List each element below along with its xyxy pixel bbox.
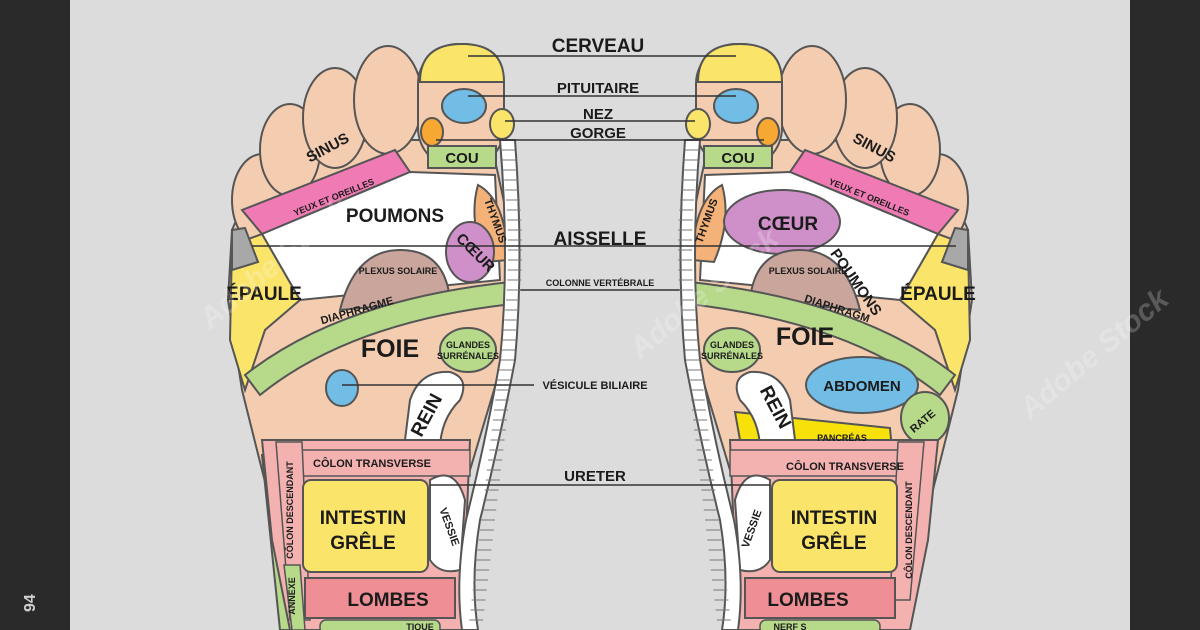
label-glandes-left-1: GLANDES <box>446 340 490 350</box>
left-glandes-zone <box>439 327 497 373</box>
label-glandes-right-2: SURRÉNALES <box>701 351 763 361</box>
label-coeur-right: CŒUR <box>758 214 818 235</box>
right-toe-2 <box>777 45 847 155</box>
left-coeur-zone <box>445 221 495 283</box>
label-plexus-left: PLEXUS SOLAIRE <box>359 266 438 276</box>
left-bottom-strip <box>319 619 441 630</box>
label-cou-left: COU <box>445 150 478 167</box>
label-abdomen: ABDOMEN <box>823 378 901 395</box>
label-glandes-right-1: GLANDES <box>710 340 754 350</box>
left-spine <box>458 139 521 630</box>
left-intestin-zone <box>302 479 429 573</box>
right-foot <box>685 42 974 630</box>
label-bottom-right: NERF S <box>773 622 806 630</box>
label-bottom-left: TIQUE <box>406 622 434 630</box>
label-colon-descendant-left: CÔLON DESCENDANT <box>284 461 295 559</box>
right-plexus-zone <box>748 248 862 312</box>
label-annexe: ANNEXE <box>287 577 297 615</box>
label-plexus-right: PLEXUS SOLAIRE <box>769 266 848 276</box>
left-toe-2 <box>353 45 423 155</box>
label-vesicule: VÉSICULE BILIAIRE <box>542 379 647 392</box>
left-cou-zone <box>427 145 497 169</box>
left-plexus-zone <box>338 248 452 312</box>
label-cerveau: CERVEAU <box>552 36 645 57</box>
label-intestin-right-1: INTESTIN <box>791 508 878 529</box>
label-intestin-left-2: GRÊLE <box>330 532 395 554</box>
label-pancreas: PANCRÉAS <box>817 433 867 443</box>
left-epaule-zone <box>228 232 302 394</box>
label-lombes-left: LOMBES <box>347 590 428 611</box>
label-epaule-right: ÉPAULE <box>900 283 976 305</box>
label-poumons-left: POUMONS <box>346 206 444 227</box>
label-foie-right: FOIE <box>776 323 834 351</box>
connector-lines <box>252 55 956 486</box>
right-bottom-strip <box>759 619 881 630</box>
right-epaule-zone <box>898 232 972 394</box>
left-cerveau-zone <box>418 42 506 83</box>
label-colonne: COLONNE VERTÉBRALE <box>546 278 655 288</box>
label-colon-descendant-right: CÔLON DESCENDANT <box>903 481 914 579</box>
label-ureter: URETER <box>564 468 626 485</box>
label-colon-transverse-left: CÔLON TRANSVERSE <box>313 457 431 470</box>
left-orange-zone <box>420 117 444 147</box>
right-aisselle-zone <box>940 226 969 272</box>
label-colon-transverse-right: CÔLON TRANSVERSE <box>786 460 904 473</box>
left-annexe-zone <box>283 564 306 630</box>
label-nez: NEZ <box>583 106 613 123</box>
label-pituitaire: PITUITAIRE <box>557 80 639 97</box>
right-orange-zone <box>756 117 780 147</box>
left-pituitaire-zone <box>441 88 487 124</box>
left-vesicule-zone <box>325 369 359 407</box>
right-glandes-zone <box>703 327 761 373</box>
left-aisselle-zone <box>231 226 260 272</box>
right-pituitaire-zone <box>713 88 759 124</box>
label-glandes-left-2: SURRÉNALES <box>437 351 499 361</box>
label-intestin-left-1: INTESTIN <box>320 508 407 529</box>
right-lombes-zone <box>744 577 896 619</box>
right-nez-zone <box>685 108 711 140</box>
label-cou-right: COU <box>721 150 754 167</box>
label-intestin-right-2: GRÊLE <box>801 532 866 554</box>
right-intestin-zone <box>771 479 898 573</box>
watermark-3: Adobe Stock <box>1013 281 1176 426</box>
left-lombes-zone <box>304 577 456 619</box>
label-gorge: GORGE <box>570 125 626 142</box>
label-epaule-left: ÉPAULE <box>226 283 302 305</box>
right-cerveau-zone <box>696 42 784 83</box>
right-spine <box>679 139 742 630</box>
right-abdomen-zone <box>805 356 919 414</box>
label-aisselle: AISSELLE <box>554 229 647 250</box>
label-foie-left: FOIE <box>361 335 419 363</box>
left-nez-zone <box>489 108 515 140</box>
right-cou-zone <box>703 145 773 169</box>
label-lombes-right: LOMBES <box>767 590 848 611</box>
